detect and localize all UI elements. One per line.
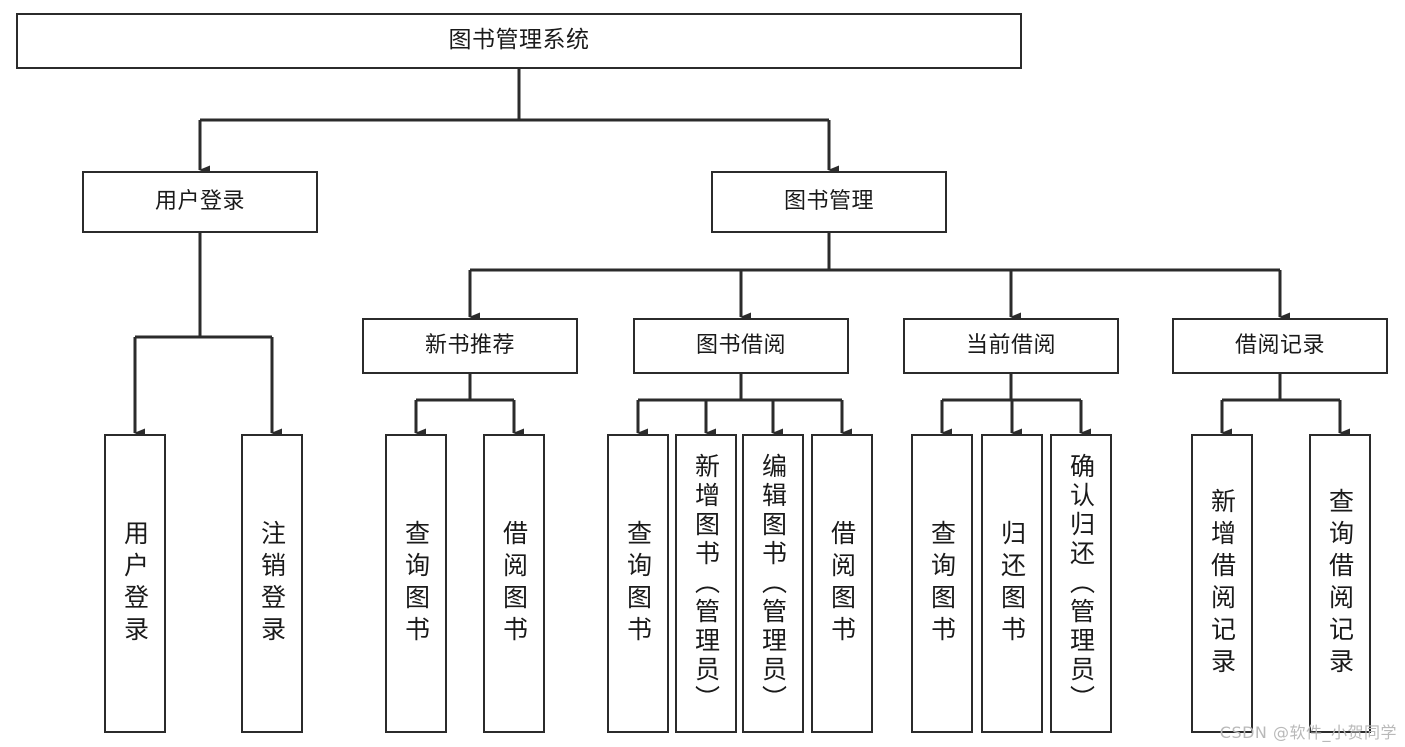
node-label-leaf-query-book-current: 查询图书 xyxy=(927,519,957,648)
node-label-leaf-return-book: 归还图书 xyxy=(997,519,1027,648)
node-leaf-query-borrow-record[interactable]: 查询借阅记录 xyxy=(1309,434,1371,733)
node-label-leaf-confirm-return: 确认归还（管理员） xyxy=(1066,453,1096,714)
node-leaf-query-book-borrow[interactable]: 查询图书 xyxy=(607,434,669,733)
node-label-current-borrow: 当前借阅 xyxy=(965,332,1056,358)
node-root[interactable]: 图书管理系统 xyxy=(16,13,1022,69)
node-label-book-manage: 图书管理 xyxy=(783,188,874,214)
node-label-root: 图书管理系统 xyxy=(448,27,590,54)
node-leaf-user-logout[interactable]: 注销登录 xyxy=(241,434,303,733)
node-label-leaf-query-borrow-record: 查询借阅记录 xyxy=(1325,487,1355,680)
node-label-leaf-query-book-borrow: 查询图书 xyxy=(623,519,653,648)
node-book-borrow[interactable]: 图书借阅 xyxy=(633,318,849,374)
node-label-leaf-query-book-rec: 查询图书 xyxy=(401,519,431,648)
node-label-leaf-borrow-book-rec: 借阅图书 xyxy=(499,519,529,648)
node-label-leaf-borrow-book: 借阅图书 xyxy=(827,519,857,648)
node-leaf-add-book[interactable]: 新增图书（管理员） xyxy=(675,434,737,733)
node-label-leaf-user-login: 用户登录 xyxy=(120,519,150,648)
node-leaf-borrow-book[interactable]: 借阅图书 xyxy=(811,434,873,733)
node-leaf-confirm-return[interactable]: 确认归还（管理员） xyxy=(1050,434,1112,733)
node-leaf-query-book-rec[interactable]: 查询图书 xyxy=(385,434,447,733)
node-label-leaf-user-logout: 注销登录 xyxy=(257,519,287,648)
node-book-manage[interactable]: 图书管理 xyxy=(711,171,947,233)
node-label-leaf-add-book: 新增图书（管理员） xyxy=(691,453,721,714)
node-label-user-login: 用户登录 xyxy=(154,188,245,214)
node-new-book-recommend[interactable]: 新书推荐 xyxy=(362,318,578,374)
node-leaf-query-book-current[interactable]: 查询图书 xyxy=(911,434,973,733)
csdn-watermark: CSDN @软件_小贺同学 xyxy=(1219,723,1397,742)
node-leaf-edit-book[interactable]: 编辑图书（管理员） xyxy=(742,434,804,733)
node-label-book-borrow: 图书借阅 xyxy=(695,332,786,358)
node-current-borrow[interactable]: 当前借阅 xyxy=(903,318,1119,374)
node-leaf-user-login[interactable]: 用户登录 xyxy=(104,434,166,733)
node-label-leaf-add-borrow-record: 新增借阅记录 xyxy=(1207,487,1237,680)
node-leaf-borrow-book-rec[interactable]: 借阅图书 xyxy=(483,434,545,733)
node-leaf-add-borrow-record[interactable]: 新增借阅记录 xyxy=(1191,434,1253,733)
node-label-borrow-record: 借阅记录 xyxy=(1234,332,1325,358)
node-label-new-book-recommend: 新书推荐 xyxy=(424,332,515,358)
node-borrow-record[interactable]: 借阅记录 xyxy=(1172,318,1388,374)
node-leaf-return-book[interactable]: 归还图书 xyxy=(981,434,1043,733)
node-user-login[interactable]: 用户登录 xyxy=(82,171,318,233)
node-label-leaf-edit-book: 编辑图书（管理员） xyxy=(758,453,788,714)
